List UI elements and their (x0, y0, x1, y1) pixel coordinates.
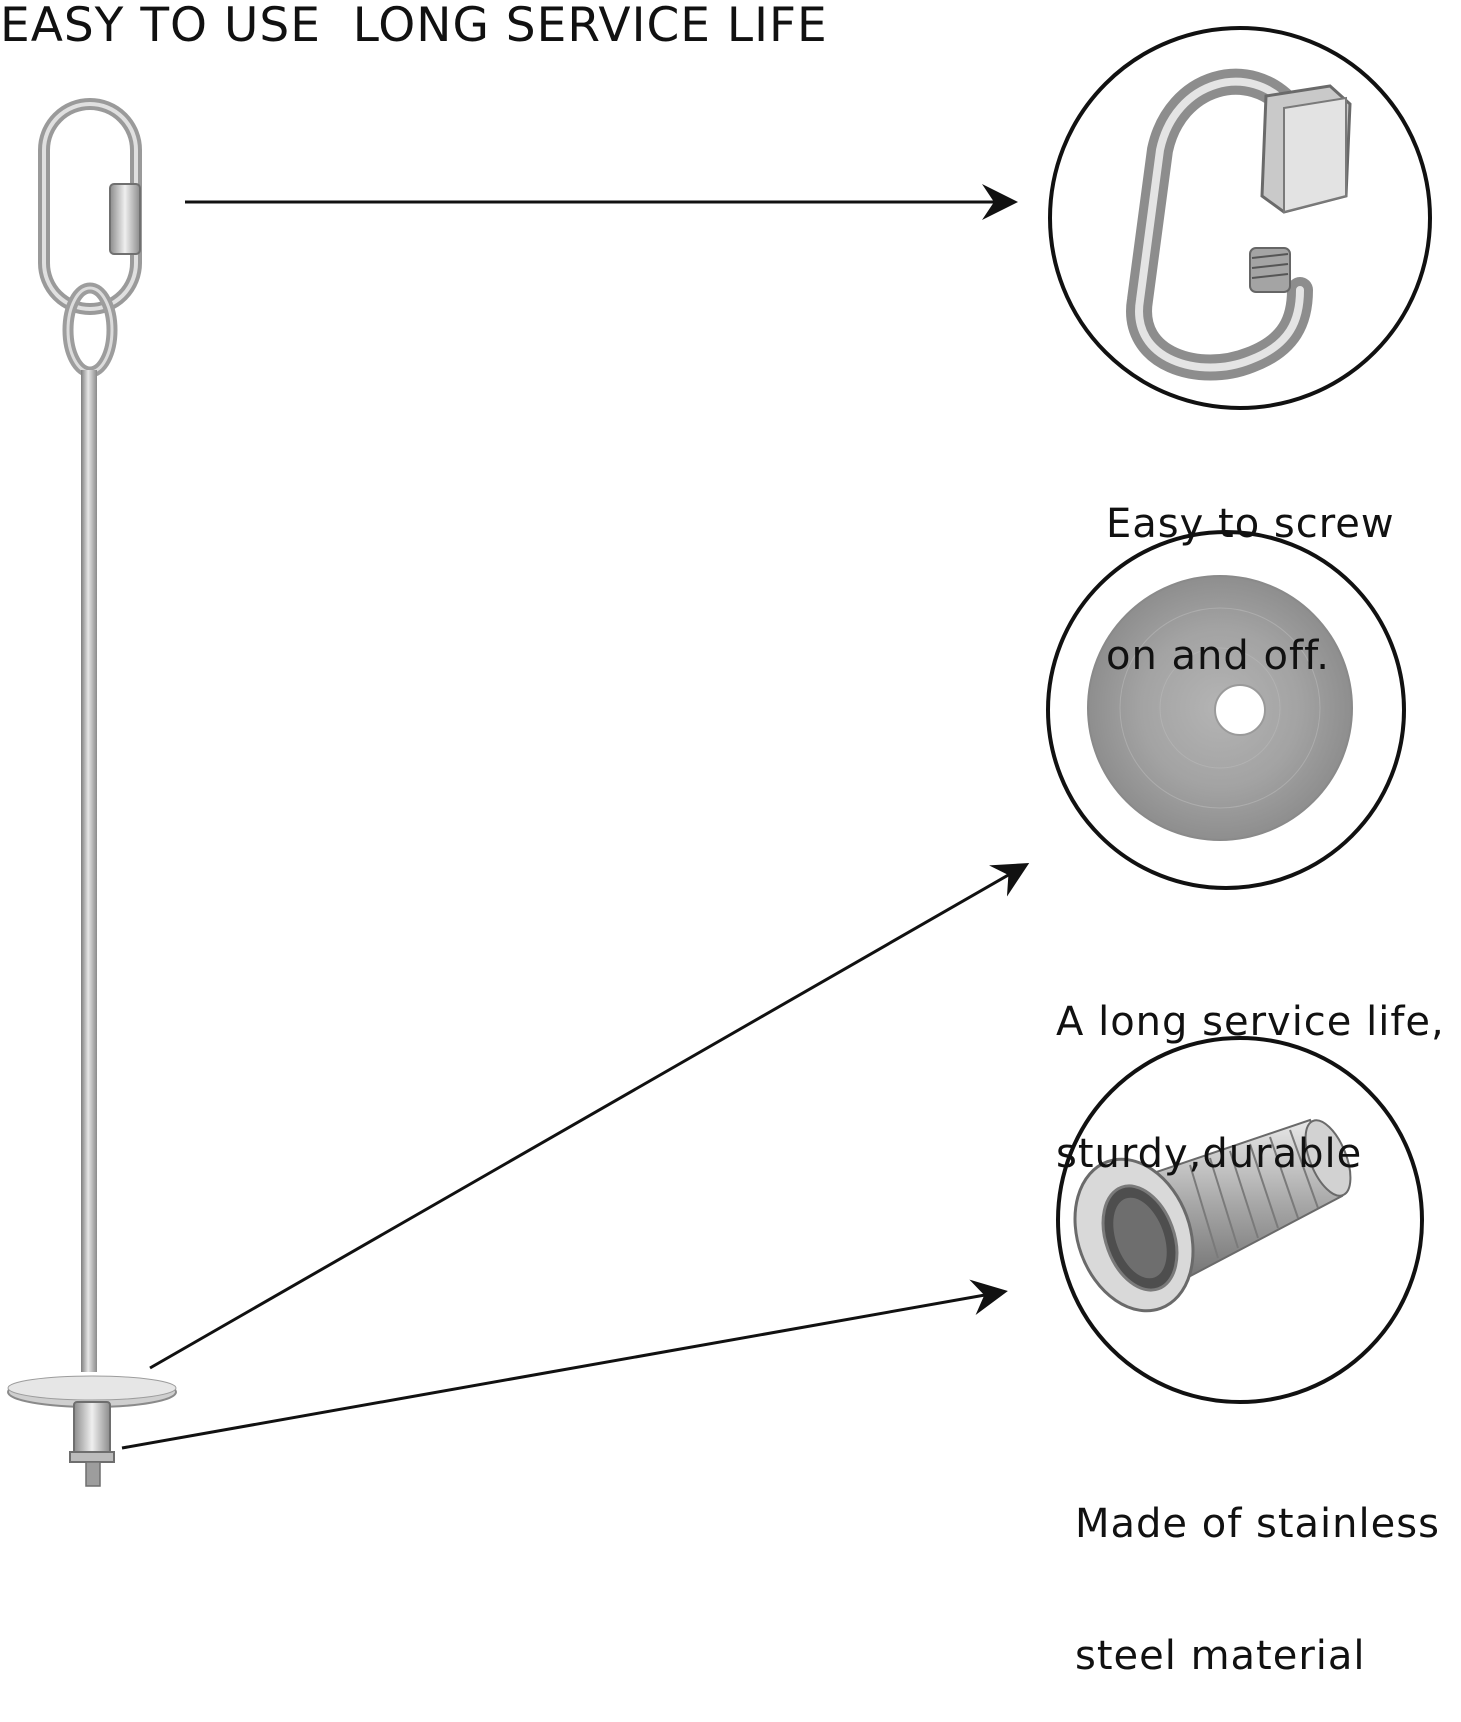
quick-link-carabiner-icon (1126, 68, 1352, 381)
quick-link-sleeve (109, 183, 141, 255)
caption-line: steel material (1075, 1633, 1366, 1679)
caption-line: Easy to screw (1106, 501, 1395, 547)
product-illustration (7, 26, 1432, 1487)
caption-line: A long service life, (1056, 999, 1445, 1045)
bottom-rivet (73, 1401, 111, 1457)
caption-line: on and off. (1106, 633, 1330, 679)
caption-quick-link: Easy to screw on and off. (1106, 414, 1395, 722)
detail-circle-washer (1046, 530, 1406, 890)
headline: EASY TO USE LONG SERVICE LIFE (0, 0, 828, 53)
caption-line: Made of stainless (1075, 1501, 1440, 1547)
caption-washer: A long service life, sturdy,durable (1056, 912, 1445, 1220)
caption-rivet: Made of stainless steel material (1075, 1414, 1440, 1722)
skewer-rod (81, 370, 97, 1372)
arrow-to-rivet (121, 1279, 1008, 1450)
callout-arrows (121, 184, 1030, 1450)
skewer-product (7, 98, 177, 1487)
metal-washer-disc-icon (1087, 575, 1353, 841)
caption-line: sturdy,durable (1056, 1131, 1363, 1177)
detail-circle-rivet (1056, 1036, 1424, 1404)
rivet-nut-icon (1073, 1118, 1352, 1313)
detail-circle-quick-link (1048, 26, 1432, 410)
arrow-to-washer (149, 863, 1030, 1370)
